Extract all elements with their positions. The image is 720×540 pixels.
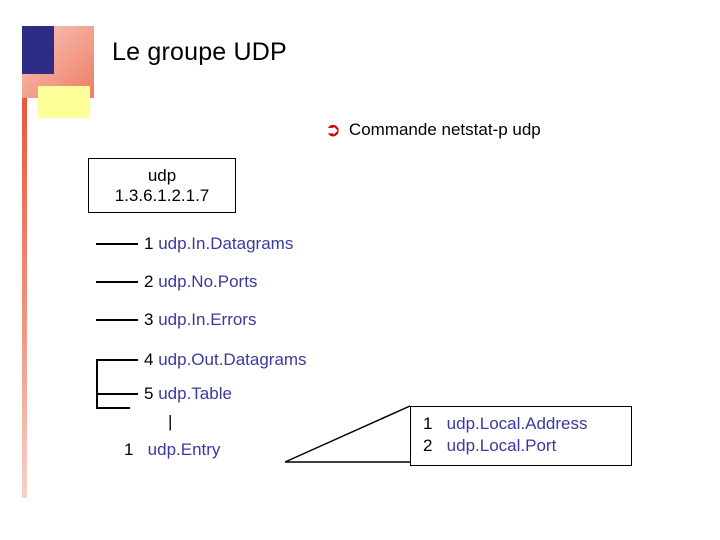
tree-item-number: 2 <box>144 272 154 291</box>
tree-connector-dash <box>96 281 138 283</box>
detail-row-2: 2 udp.Local.Port <box>423 435 631 457</box>
tree-item-5: 5 udp.Table <box>96 384 232 404</box>
tree-item-4: 4 udp.Out.Datagrams <box>96 350 307 370</box>
arrow-right-icon: ➲ <box>325 119 341 141</box>
entry-label: udp.Entry <box>147 440 221 459</box>
tree-item-3: 3 udp.In.Errors <box>96 310 256 330</box>
detail-number: 1 <box>423 414 433 433</box>
tree-item-number: 4 <box>144 350 154 369</box>
tree-connector-dash-bottom <box>96 407 130 409</box>
udp-oid-box: udp 1.3.6.1.2.1.7 <box>88 158 236 213</box>
detail-label: udp.Local.Address <box>446 414 588 433</box>
bullet-text: Commande netstat-p udp <box>348 120 541 139</box>
tree-vertical-connector <box>96 359 98 409</box>
page-title: Le groupe UDP <box>112 38 287 66</box>
decoration-yellow-square <box>38 86 90 118</box>
entry-row: 1 udp.Entry <box>124 440 220 460</box>
entry-number: 1 <box>124 440 134 459</box>
tree-item-label: udp.Table <box>158 384 232 403</box>
tree-connector-dash <box>96 393 138 395</box>
tree-item-number: 1 <box>144 234 154 253</box>
detail-number: 2 <box>423 436 433 456</box>
udp-entry-detail-box: 1 udp.Local.Address 2 udp.Local.Port <box>410 406 632 466</box>
bullet-row: ➲ Commande netstat-p udp <box>325 120 541 140</box>
tree-connector-dash <box>96 243 138 245</box>
tree-connector-dash <box>96 319 138 321</box>
tree-item-number: 3 <box>144 310 154 329</box>
detail-label: udp.Local.Port <box>446 436 557 456</box>
tree-item-1: 1 udp.In.Datagrams <box>96 234 293 254</box>
tree-item-number: 5 <box>144 384 154 403</box>
tree-item-label: udp.No.Ports <box>158 272 258 291</box>
decoration-left-bar <box>22 98 27 498</box>
tree-connector-dash <box>96 359 138 361</box>
detail-row-1: 1 udp.Local.Address <box>423 413 631 435</box>
tree-item-2: 2 udp.No.Ports <box>96 272 257 292</box>
tree-item-label: udp.In.Errors <box>158 310 257 329</box>
tree-item-label: udp.Out.Datagrams <box>158 350 307 369</box>
entry-pipe: | <box>168 412 173 431</box>
tree-item-label: udp.In.Datagrams <box>158 234 294 253</box>
udp-oid-name: udp <box>147 165 177 185</box>
udp-oid-value: 1.3.6.1.2.1.7 <box>114 185 210 205</box>
decoration-navy-square <box>22 26 54 74</box>
